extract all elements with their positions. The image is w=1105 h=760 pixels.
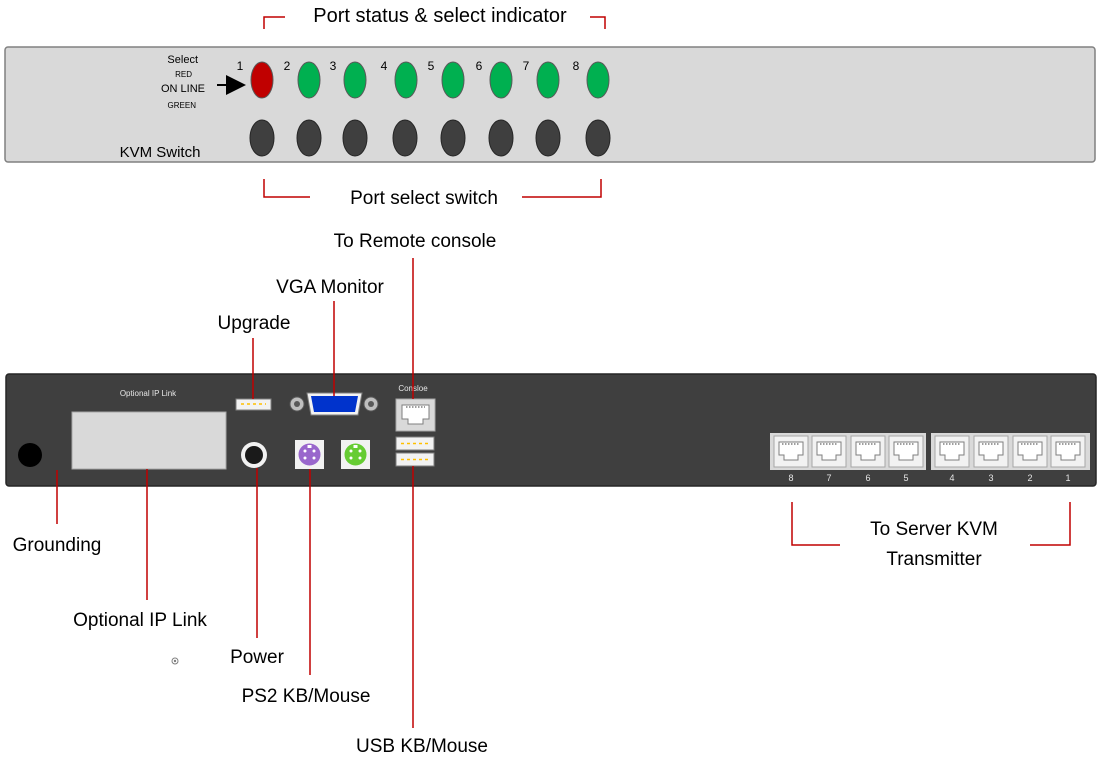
rear-panel: Optional IP Link [5, 373, 1097, 487]
ps2-keyboard-port [295, 440, 324, 469]
server-port-1 [1050, 435, 1086, 468]
switch-bracket-left [263, 179, 310, 198]
callout-remote-console: To Remote console [334, 231, 497, 252]
port-select-button-4[interactable] [392, 119, 418, 157]
server-port-number-7: 7 [826, 473, 831, 483]
console-usb-port-1 [395, 436, 435, 451]
server-port-2 [1012, 435, 1048, 468]
port-select-button-1[interactable] [249, 119, 275, 157]
status-led-7 [536, 61, 560, 99]
server-port-number-4: 4 [949, 473, 954, 483]
rj45-port-icon [395, 398, 436, 432]
port-select-button-8[interactable] [585, 119, 611, 157]
callout-upgrade: Upgrade [218, 313, 291, 334]
callout-server-line1: To Server KVM [870, 519, 998, 540]
port-select-button-5[interactable] [440, 119, 466, 157]
usb-port-icon [235, 398, 272, 411]
status-led-3 [343, 61, 367, 99]
server-bracket-left [791, 502, 840, 546]
port-number-6: 6 [476, 59, 483, 73]
callout-optional-ip-link: Optional IP Link [73, 610, 207, 631]
port-number-1: 1 [237, 59, 244, 73]
legend-select: Select [167, 54, 198, 66]
server-port-3 [973, 435, 1009, 468]
server-port-number-6: 6 [865, 473, 870, 483]
server-port-number-1: 1 [1065, 473, 1070, 483]
server-port-8 [773, 435, 809, 468]
vga-port-icon [289, 392, 379, 416]
port-select-button-6[interactable] [488, 119, 514, 157]
callouts: To Remote console VGA Monitor Upgrade Gr… [13, 231, 1071, 757]
callout-vga-monitor: VGA Monitor [276, 277, 384, 298]
status-led-5 [441, 61, 465, 99]
status-led-6 [489, 61, 513, 99]
headline-bracket-right [590, 16, 606, 29]
port-number-2: 2 [284, 59, 291, 73]
port-select-button-2[interactable] [296, 119, 322, 157]
grounding-terminal [18, 443, 42, 467]
legend-online: ON LINE [161, 83, 205, 95]
port-number-5: 5 [428, 59, 435, 73]
status-led-1 [250, 61, 274, 99]
port-select-caption: Port select switch [350, 188, 498, 209]
port-status-headline: Port status & select indicator [313, 5, 567, 27]
port-number-8: 8 [573, 59, 580, 73]
server-port-6 [850, 435, 886, 468]
server-bracket-right [1030, 502, 1071, 546]
port-number-7: 7 [523, 59, 530, 73]
server-port-number-2: 2 [1027, 473, 1032, 483]
legend-red: RED [175, 70, 192, 79]
callout-server-line2: Transmitter [886, 549, 982, 570]
callout-power: Power [230, 647, 285, 668]
port-number-4: 4 [381, 59, 388, 73]
kvm-switch-label: KVM Switch [120, 144, 201, 161]
front-port-row: 1 2 3 4 5 6 7 8 [237, 59, 611, 157]
stray-mark [171, 657, 179, 665]
status-led-2 [297, 61, 321, 99]
switch-bracket-right [522, 179, 602, 198]
server-port-4 [934, 435, 970, 468]
port-number-3: 3 [330, 59, 337, 73]
ps2-mouse-port [341, 440, 370, 469]
status-led-8 [586, 61, 610, 99]
server-port-row: 8 7 6 5 4 3 2 1 [773, 435, 1086, 483]
front-panel-body [4, 46, 1096, 163]
server-port-5 [888, 435, 924, 468]
headline-bracket-left [263, 16, 285, 29]
ip-link-panel-label: Optional IP Link [120, 389, 177, 398]
server-port-number-3: 3 [988, 473, 993, 483]
server-port-7 [811, 435, 847, 468]
callout-usb: USB KB/Mouse [356, 736, 488, 757]
front-panel: Port status & select indicator Select RE… [4, 5, 1096, 209]
status-led-4 [394, 61, 418, 99]
ip-link-module [71, 411, 227, 470]
legend-green: GREEN [168, 101, 197, 110]
console-usb-port-2 [395, 452, 435, 467]
port-select-button-3[interactable] [342, 119, 368, 157]
port-select-button-7[interactable] [535, 119, 561, 157]
server-port-number-8: 8 [788, 473, 793, 483]
server-port-number-5: 5 [903, 473, 908, 483]
callout-ps2: PS2 KB/Mouse [242, 686, 371, 707]
callout-grounding: Grounding [13, 535, 102, 556]
